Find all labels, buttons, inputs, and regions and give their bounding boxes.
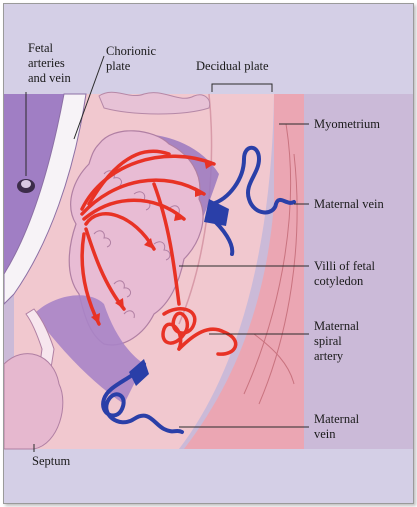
upper-villi (98, 91, 211, 115)
label-septum: Septum (32, 454, 71, 468)
diagram-frame: Fetal arteries and vein Chorionic plate … (3, 3, 414, 504)
lower-villi (34, 295, 144, 404)
chorionic-plate (4, 93, 87, 305)
label-fetal-arteries: Fetal arteries and vein (28, 41, 71, 85)
vein-opening-bottom (129, 359, 149, 386)
vein-opening-top (204, 199, 229, 226)
myometrium (184, 94, 304, 449)
leader-lines (25, 55, 309, 452)
placenta-cross-section (4, 4, 413, 503)
label-decidual-plate: Decidual plate (196, 59, 269, 73)
septum-blob (4, 353, 64, 450)
label-spiral-artery: Maternal spiral artery (314, 319, 360, 363)
label-maternal-vein-top: Maternal vein (314, 197, 384, 211)
myometrium-fibres (243, 123, 298, 405)
label-myometrium: Myometrium (314, 117, 380, 131)
flow-arrows (91, 159, 214, 324)
label-maternal-vein-bottom: Maternal vein (314, 412, 360, 441)
label-villi: Villi of fetal cotyledon (314, 259, 376, 288)
fetal-vessels-icon (17, 179, 35, 193)
fetal-arteries (80, 149, 238, 356)
label-chorionic-plate: Chorionic plate (106, 44, 156, 73)
